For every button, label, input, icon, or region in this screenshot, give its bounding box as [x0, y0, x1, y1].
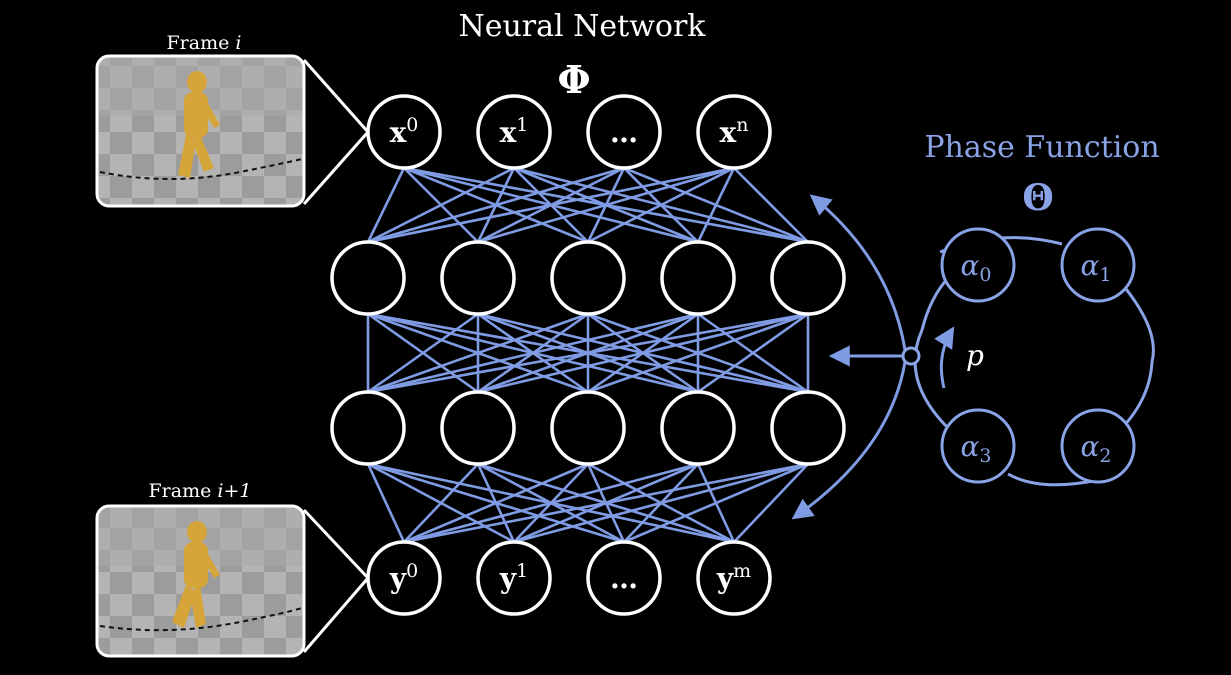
- output-node-3: ym: [696, 540, 772, 616]
- network-edge: [733, 463, 809, 543]
- output-node-2-label: …: [610, 562, 638, 595]
- network-edge: [403, 462, 589, 544]
- phase-node-alpha-2: α2: [1060, 408, 1136, 484]
- network-title: Neural Network: [458, 9, 706, 44]
- network-edge: [513, 462, 809, 544]
- output-node-3-label: ym: [716, 560, 751, 595]
- hidden1-node-1: [440, 240, 516, 316]
- input-node-0-label: x0: [390, 114, 419, 149]
- character-figure-icon: [178, 71, 220, 178]
- network-edge: [367, 312, 809, 394]
- phase-node-alpha-3: α3: [940, 408, 1016, 484]
- output-node-2: …: [586, 540, 662, 616]
- output-node-0-label: y0: [389, 560, 418, 595]
- network-edge: [733, 167, 809, 243]
- network-edge: [403, 463, 479, 543]
- network-edge: [367, 166, 625, 244]
- input-node-3: xn: [696, 94, 772, 170]
- phase-node-label: α0: [960, 249, 991, 286]
- network-edge: [367, 312, 479, 394]
- input-node-1-label: x1: [500, 114, 529, 149]
- phase-arrow-bottom: [791, 361, 907, 520]
- input-node-0: x0: [366, 94, 442, 170]
- phase-function-title: Phase Function: [924, 130, 1159, 165]
- network-edge: [623, 462, 809, 544]
- network-symbol: Φ: [557, 57, 590, 102]
- network-edge: [403, 462, 809, 544]
- hidden2-node-3: [660, 390, 736, 466]
- network-edge: [587, 166, 735, 244]
- output-node-0: y0: [366, 540, 442, 616]
- network-edge: [696, 167, 736, 243]
- phase-arrow-top: [809, 194, 907, 351]
- input-node-2: …: [586, 94, 662, 170]
- phase-node-alpha-1: α1: [1060, 227, 1136, 303]
- phase-node-label: α2: [1080, 430, 1111, 467]
- phase-node-label: α1: [1080, 249, 1111, 286]
- phase-node-label: α3: [960, 430, 991, 467]
- network-edge: [403, 462, 699, 544]
- input-node-2-label: …: [610, 116, 638, 149]
- frame-top-label: Frame i: [167, 32, 242, 54]
- phase-rotation-arrow: [934, 326, 955, 389]
- hidden1-node-2: [550, 240, 626, 316]
- network-edge: [477, 166, 735, 244]
- input-node-1: x1: [476, 94, 552, 170]
- network-edges: [366, 166, 810, 544]
- network-edge: [367, 166, 515, 244]
- hidden1-node-4: [770, 240, 846, 316]
- frame-bottom: Frame i+1: [95, 480, 370, 658]
- frame-bottom-label: Frame i+1: [149, 480, 252, 502]
- network-edge: [367, 166, 735, 244]
- hidden2-node-4: [770, 390, 846, 466]
- phase-function: Phase Function Θ p α0 α1 α2 α3: [791, 130, 1160, 520]
- character-figure-icon: [172, 521, 220, 628]
- input-node-3-label: xn: [720, 114, 749, 149]
- phase-node-alpha-0: α0: [940, 227, 1016, 303]
- network-nodes: x0 x1 … xn y0 y1 … ym: [330, 94, 846, 616]
- phase-label: p: [966, 339, 984, 372]
- network-edge: [366, 463, 406, 543]
- hidden1-node-3: [660, 240, 736, 316]
- hidden1-node-0: [330, 240, 406, 316]
- hidden2-node-1: [440, 390, 516, 466]
- network-edge: [477, 312, 809, 394]
- network-edge: [366, 167, 406, 243]
- network-edge: [587, 312, 809, 394]
- hidden2-node-2: [550, 390, 626, 466]
- hidden2-node-0: [330, 390, 406, 466]
- network-edge: [367, 312, 699, 394]
- frame-top: Frame i: [95, 32, 370, 208]
- network-edge: [697, 312, 809, 394]
- network-edge: [367, 312, 589, 394]
- output-node-1-label: y1: [499, 560, 528, 595]
- phase-function-symbol: Θ: [1022, 177, 1053, 219]
- phase-point-icon: [901, 346, 921, 366]
- output-node-1: y1: [476, 540, 552, 616]
